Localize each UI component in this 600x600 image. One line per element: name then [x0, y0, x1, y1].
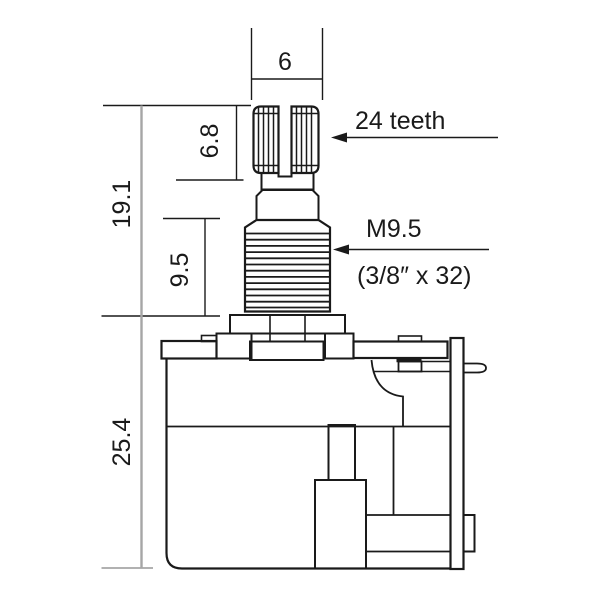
clip-block [397, 360, 423, 373]
pedestal-left [215, 332, 253, 360]
mounting-bracket [449, 336, 465, 571]
knurl-teeth-lines [254, 107, 318, 173]
annotation-thread-spec: M9.5 (3/8″ x 32) [333, 215, 489, 290]
base-plate [229, 314, 346, 335]
center-block [249, 340, 325, 361]
thread-lines [245, 232, 330, 309]
bracket-and-lugs [449, 336, 487, 571]
label-m9-5: M9.5 [366, 215, 422, 243]
tab-right [397, 335, 423, 343]
dim-label-6-8: 6.8 [196, 124, 224, 159]
knurled-shaft [252, 105, 320, 178]
knurl-left-half [252, 105, 280, 175]
solder-lug-top [463, 362, 487, 374]
dim-label-19-1: 19.1 [108, 180, 136, 229]
dim-label-25-4: 25.4 [108, 418, 136, 467]
shaft-neck-upper [260, 173, 315, 191]
leader-arrow-left-icon [331, 132, 347, 143]
body-outline [165, 358, 451, 570]
shaft-neck-lower [255, 189, 320, 220]
pot-body [165, 357, 451, 570]
interior-arc [370, 359, 404, 427]
inner-post-narrow [327, 424, 356, 481]
threaded-bushing [243, 218, 332, 313]
flange-left-ear [160, 339, 218, 360]
label-24-teeth: 24 teeth [355, 107, 445, 135]
potentiometer-outline [160, 105, 487, 571]
mounting-base [160, 314, 449, 361]
dimension-lines [140, 105, 238, 568]
inner-post-wide [314, 479, 367, 570]
knurl-right-half [290, 105, 320, 175]
top-dimension: 6 [250, 28, 324, 100]
dim-label-6: 6 [278, 48, 292, 76]
flange-right-bar [352, 340, 449, 360]
leader-arrow-left-icon [333, 244, 349, 255]
dim-label-9-5: 9.5 [166, 253, 194, 288]
shaft-slot [277, 106, 293, 178]
pedestal-right [324, 332, 355, 360]
label-3-8-x-32: (3/8″ x 32) [357, 262, 471, 290]
thread-outline [243, 218, 332, 313]
annotation-24-teeth: 24 teeth [331, 107, 498, 143]
clip-bar [396, 357, 422, 362]
solder-lug-bottom [462, 514, 476, 553]
dimension-extension-lines [101, 104, 251, 569]
